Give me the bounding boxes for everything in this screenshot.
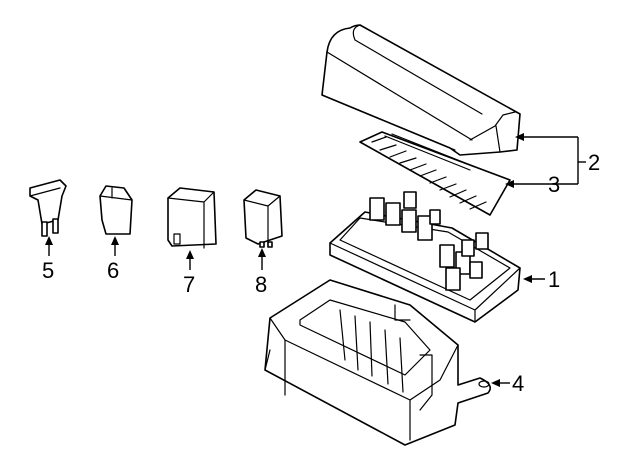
callout-1: 1 — [548, 267, 560, 292]
callout-8: 8 — [255, 272, 267, 297]
callout-4: 4 — [512, 371, 524, 396]
fuse-label-card — [359, 131, 511, 216]
fuse-box-cover — [321, 24, 521, 156]
mini-fuse — [99, 185, 133, 235]
callout-6: 6 — [107, 258, 119, 283]
callout-5: 5 — [42, 258, 54, 283]
callout-leaders — [45, 133, 586, 387]
blade-fuse — [29, 179, 67, 237]
callout-7: 7 — [183, 272, 195, 297]
callout-3: 3 — [548, 172, 560, 197]
relay-large — [167, 187, 217, 249]
fuse-box-housing — [264, 279, 491, 446]
callout-2: 2 — [588, 150, 600, 175]
relay-fuse-block — [329, 191, 521, 323]
relay-small — [243, 189, 283, 248]
